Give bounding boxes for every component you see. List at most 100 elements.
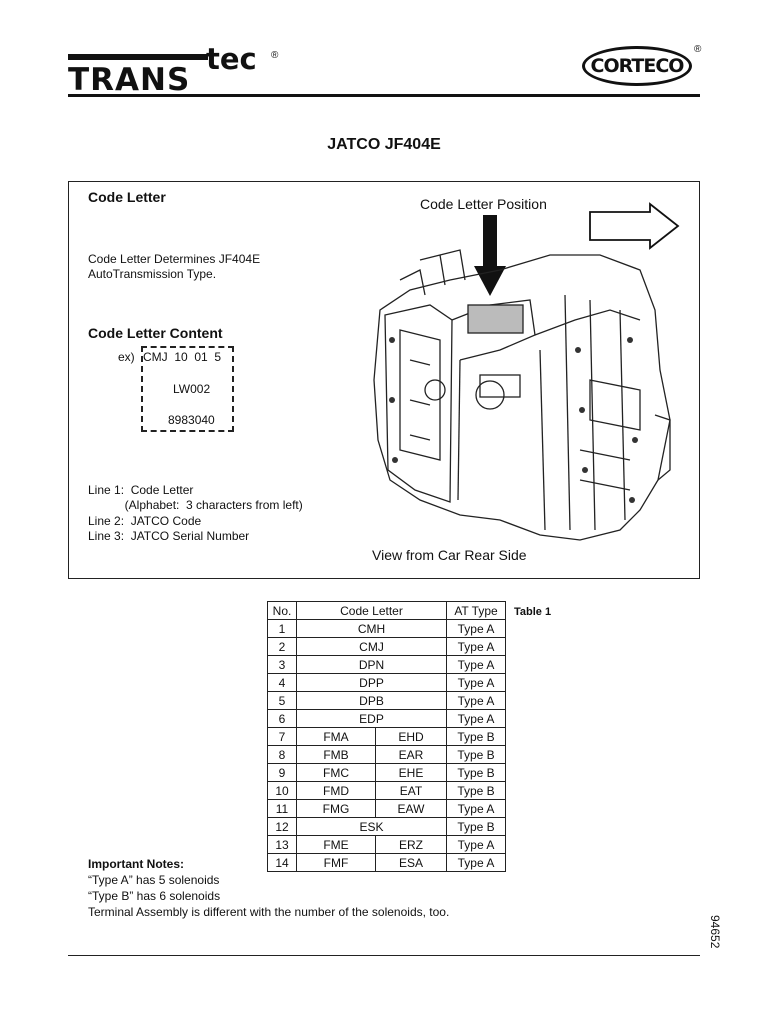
transmission-drawing (373, 249, 671, 541)
code-letter-cell: FMA (296, 727, 376, 746)
at-type-cell: Type A (446, 799, 506, 818)
code-letter-cell: DPP (296, 673, 447, 692)
at-type-cell: Type B (446, 781, 506, 800)
at-type-cell: Type A (446, 691, 506, 710)
code-letter-description-line1: Code Letter Determines JF404E (88, 252, 261, 266)
row-number-cell: 9 (267, 763, 297, 782)
code-letter-alt-cell: ESA (375, 853, 447, 872)
code-letter-alt-cell: EHE (375, 763, 447, 782)
line-legend-1-detail: (Alphabet: 3 characters from left) (88, 498, 303, 512)
at-type-cell: Type B (446, 817, 506, 836)
code-letter-cell: DPB (296, 691, 447, 710)
header-at-type: AT Type (446, 601, 506, 620)
row-number-cell: 12 (267, 817, 297, 836)
row-number-cell: 5 (267, 691, 297, 710)
notes-heading: Important Notes: (88, 857, 184, 871)
view-caption: View from Car Rear Side (372, 547, 527, 563)
document-number-text: 94652 (708, 915, 722, 949)
code-letter-heading: Code Letter (88, 189, 166, 205)
at-type-cell: Type A (446, 853, 506, 872)
note-line-3: Terminal Assembly is different with the … (88, 905, 450, 919)
at-type-cell: Type A (446, 835, 506, 854)
engine-arrow-icon (589, 202, 680, 250)
transtec-logo: TRANS tec ® (68, 42, 298, 98)
transtec-logo-main: TRANS (68, 62, 191, 98)
code-example-box (141, 346, 234, 432)
down-arrow-icon (474, 215, 506, 296)
note-line-1: “Type A” has 5 solenoids (88, 873, 220, 887)
corteco-registered-mark: ® (694, 44, 702, 55)
corteco-logo-text: CORTECO (582, 46, 692, 86)
code-letter-cell: FMB (296, 745, 376, 764)
code-letter-alt-cell: ERZ (375, 835, 447, 854)
corteco-logo: CORTECO ® (578, 44, 708, 90)
row-number-cell: 3 (267, 655, 297, 674)
row-number-cell: 8 (267, 745, 297, 764)
code-letter-cell: DPN (296, 655, 447, 674)
code-letter-cell: FME (296, 835, 376, 854)
line-legend-1: Line 1: Code Letter (88, 483, 194, 497)
row-number-cell: 6 (267, 709, 297, 728)
code-letter-content-heading: Code Letter Content (88, 325, 223, 341)
transmission-bolts (389, 337, 638, 503)
line-legend-3: Line 3: JATCO Serial Number (88, 529, 250, 543)
at-type-cell: Type B (446, 727, 506, 746)
footer-divider (68, 955, 700, 956)
header-code-letter: Code Letter (296, 601, 447, 620)
document-number: 94652 (700, 915, 740, 965)
line-legend-2: Line 2: JATCO Code (88, 514, 202, 528)
row-number-cell: 4 (267, 673, 297, 692)
transtec-registered-mark: ® (271, 50, 279, 61)
at-type-cell: Type B (446, 745, 506, 764)
row-number-cell: 13 (267, 835, 297, 854)
code-letter-alt-cell: EAW (375, 799, 447, 818)
code-letter-cell: FMC (296, 763, 376, 782)
transtec-logo-sup: tec (206, 42, 257, 76)
code-letter-description-line2: AutoTransmission Type. (88, 267, 217, 281)
at-type-cell: Type A (446, 673, 506, 692)
example-line-2: LW002 (173, 382, 211, 396)
note-line-2: “Type B” has 6 solenoids (88, 889, 221, 903)
at-type-cell: Type A (446, 655, 506, 674)
example-prefix: ex) (118, 350, 135, 364)
transmission-illustration (373, 202, 680, 541)
table-header-row: No. Code Letter AT Type (267, 601, 506, 620)
code-letter-cell: CMH (296, 619, 447, 638)
code-letter-alt-cell: EHD (375, 727, 447, 746)
row-number-cell: 14 (267, 853, 297, 872)
row-number-cell: 7 (267, 727, 297, 746)
code-letter-cell: FMG (296, 799, 376, 818)
at-type-cell: Type B (446, 763, 506, 782)
at-type-cell: Type A (446, 709, 506, 728)
at-type-cell: Type A (446, 637, 506, 656)
code-letter-alt-cell: EAT (375, 781, 447, 800)
important-notes: Important Notes: “Type A” has 5 solenoid… (88, 856, 449, 920)
header-no: No. (267, 601, 297, 620)
row-number-cell: 10 (267, 781, 297, 800)
table-caption: Table 1 (514, 606, 552, 618)
row-number-cell: 2 (267, 637, 297, 656)
row-number-cell: 11 (267, 799, 297, 818)
example-line-3: 8983040 (168, 413, 215, 427)
code-letter-alt-cell: EAR (375, 745, 447, 764)
code-letter-cell: ESK (296, 817, 447, 836)
code-letter-panel (68, 181, 700, 579)
at-type-cell: Type A (446, 619, 506, 638)
code-letter-cell: CMJ (296, 637, 447, 656)
code-letter-cell: EDP (296, 709, 447, 728)
